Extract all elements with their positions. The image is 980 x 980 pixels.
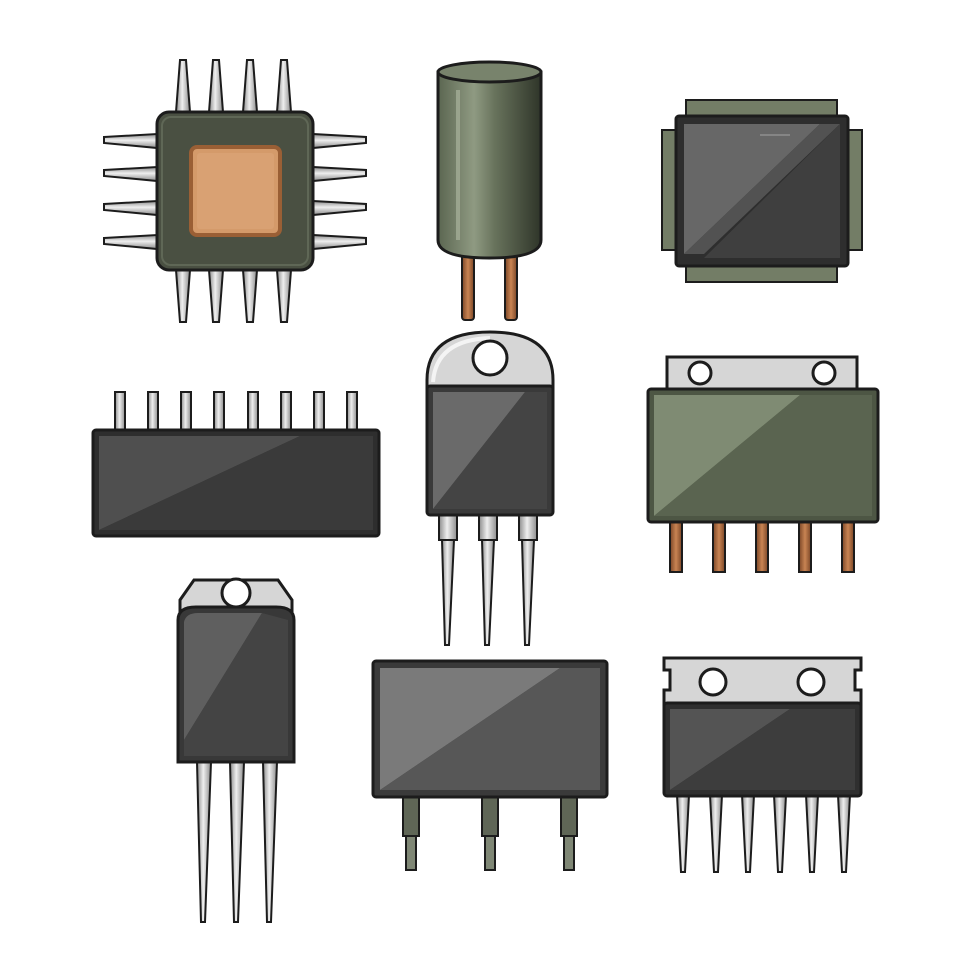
- to247-transistor: [176, 577, 296, 923]
- to247-leads: [195, 761, 279, 923]
- sip-power-ic: [662, 656, 863, 873]
- to220-transistor: [425, 330, 555, 646]
- chip-pins-bottom: [174, 269, 293, 323]
- module-hole-right: [811, 360, 837, 386]
- quad-flat-chip: [661, 99, 863, 283]
- green-power-module: [646, 355, 880, 573]
- sip-ic-hole-right: [796, 667, 826, 697]
- chip-pins-left: [103, 132, 158, 251]
- sip-ic-hole-left: [698, 667, 728, 697]
- sip-ic-heat-tab: [662, 656, 863, 707]
- capacitor-leads: [461, 249, 518, 321]
- to247-mount-hole: [220, 577, 252, 609]
- chip-pins-top: [174, 59, 293, 113]
- electrolytic-capacitor: [436, 60, 543, 321]
- module-hole-left: [687, 360, 713, 386]
- to220-mount-hole: [471, 339, 509, 377]
- sip-connector: [91, 391, 381, 538]
- module-leads: [669, 519, 855, 573]
- capacitor-body: [436, 70, 543, 260]
- to220-leads: [438, 514, 538, 646]
- rectifier-module: [371, 659, 609, 871]
- sip-pins: [114, 391, 358, 433]
- capacitor-top: [436, 60, 543, 84]
- rectifier-leads: [402, 795, 578, 871]
- chip-pins-right: [312, 132, 367, 251]
- sip-ic-leads: [675, 794, 852, 873]
- qfp-microchip: [103, 59, 367, 323]
